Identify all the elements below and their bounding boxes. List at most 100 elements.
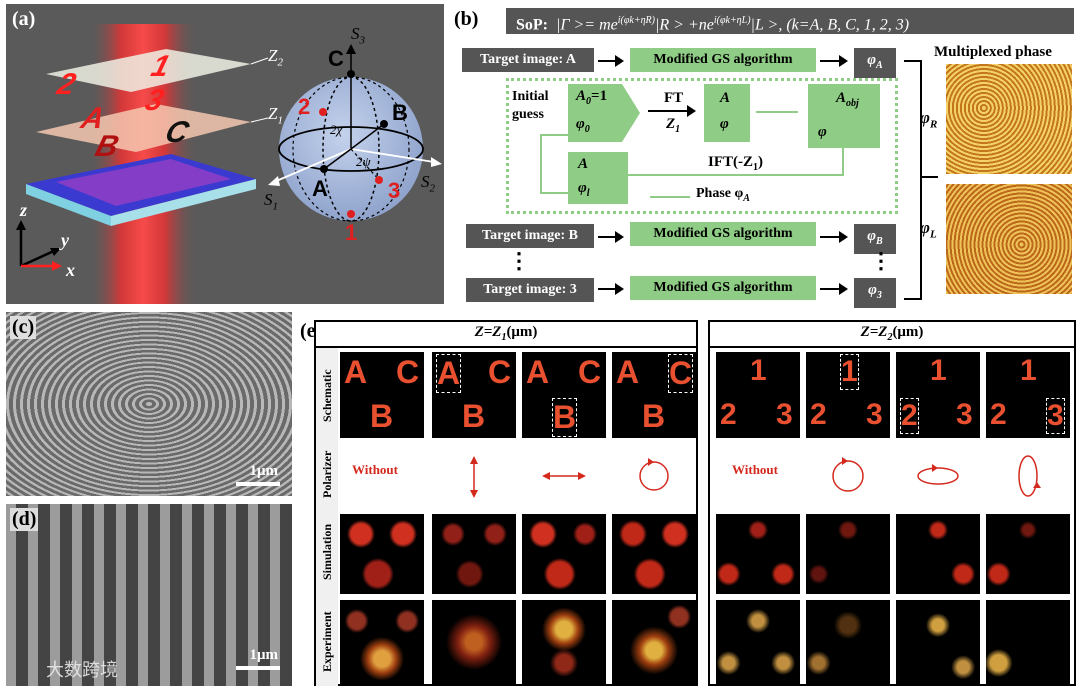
phi0-label: φ0 xyxy=(576,116,590,135)
simulation-r-cell-1 xyxy=(716,514,800,594)
gs-algorithm-3-box: Modified GS algorithm xyxy=(630,276,816,300)
target-image-b-box: Target image: B xyxy=(466,224,594,248)
plane-z1-label: Z1 xyxy=(268,104,283,127)
schematic-char-b: B xyxy=(552,398,578,437)
left-title-divider xyxy=(316,346,696,348)
schematic-char-2: 2 xyxy=(810,398,827,431)
left-label-column xyxy=(316,348,338,686)
schematic-char-a: A xyxy=(436,354,462,393)
polarizer-icons-left xyxy=(470,456,669,498)
panel-c-label: (c) xyxy=(10,316,37,339)
schematic-char-b: B xyxy=(642,398,666,434)
schematic-char-3: 3 xyxy=(1046,398,1065,434)
a0-box xyxy=(568,84,640,142)
multiplexed-phase-label: Multiplexed phase xyxy=(934,44,1052,60)
panel-b: (b) SoP: |Γ >= mei(φk+ηR)|R > +nei(φk+ηL… xyxy=(452,4,1078,308)
arrow-down-ift xyxy=(842,148,844,174)
schematic-char-c: C xyxy=(578,354,602,390)
simulation-r-cell-3 xyxy=(896,514,980,594)
bracket xyxy=(904,60,922,300)
a-phi-l-box: A φl xyxy=(568,152,628,204)
phi-a-box: φA xyxy=(854,48,896,78)
schematic-char-2: 2 xyxy=(990,398,1007,431)
watermark: 大数跨境 xyxy=(46,660,118,681)
phi-3-box: φ3 xyxy=(854,278,896,308)
experiment-r-cell-4 xyxy=(986,600,1070,684)
schematic-cell-4: A C B xyxy=(612,352,696,438)
sphere-angle-chi: 2χ xyxy=(330,122,343,137)
sphere-s3-label: S3 xyxy=(351,24,365,47)
experiment-cell-1 xyxy=(340,600,424,684)
ift-label: IFT(-Z1) xyxy=(708,154,763,173)
phase-map-r xyxy=(946,64,1072,174)
axis-x-label: x xyxy=(66,260,75,280)
phi-r-label: φR xyxy=(920,108,938,131)
schematic-cell-2: A C B xyxy=(432,352,516,438)
arrow-gs-a xyxy=(820,55,848,67)
loop-back-line-top xyxy=(540,134,568,136)
sphere-point-3: 3 xyxy=(388,178,401,203)
arrow-gs-b xyxy=(820,231,848,243)
sphere-point-b: B xyxy=(392,100,408,125)
panel-b-label: (b) xyxy=(454,8,479,30)
schematic-r-cell-4: 1 2 3 xyxy=(986,352,1070,438)
schematic-char-a: A xyxy=(616,354,640,390)
experiment-r-cell-2 xyxy=(806,600,890,684)
polarizer-without-right: Without xyxy=(732,462,778,477)
arrow-target-b xyxy=(598,231,624,243)
initial-guess-label: Initial guess xyxy=(512,89,549,122)
schematic-char-2: 2 xyxy=(720,398,737,431)
row-label-experiment: Experiment xyxy=(320,611,334,673)
row-label-schematic: Schematic xyxy=(320,369,334,423)
schematic-r-cell-3: 1 2 3 xyxy=(896,352,980,438)
bracket-split xyxy=(922,176,938,178)
arrow-ift-back xyxy=(628,174,844,176)
schematic-char-3: 3 xyxy=(866,398,883,431)
phi-l2-label: φL xyxy=(920,218,937,241)
a-l-label: A xyxy=(578,156,589,172)
plane-z2 xyxy=(46,49,251,92)
gs-algorithm-b-box: Modified GS algorithm xyxy=(630,222,816,246)
phase-label: Phase φA xyxy=(696,186,750,204)
schematic-char-1: 1 xyxy=(930,354,947,387)
panel-c: (c) 1μm xyxy=(6,312,292,496)
panel-d: (d) 1μm 大数跨境 xyxy=(6,504,292,686)
phase-map-l xyxy=(946,184,1072,294)
gs-algorithm-a-box: Modified GS algorithm xyxy=(630,48,816,72)
right-title-divider xyxy=(710,346,1074,348)
target-image-a-box: Target image: A xyxy=(462,48,594,72)
panel-d-scale-bar xyxy=(236,666,280,670)
sphere-s2-label: S2 xyxy=(421,172,435,195)
simulation-cell-4 xyxy=(612,514,696,594)
sphere-angle-psi: 2ψ xyxy=(356,154,371,169)
schematic-char-1: 1 xyxy=(750,354,767,387)
simulation-r-cell-2 xyxy=(806,514,890,594)
z1-label: Z1 xyxy=(666,116,681,135)
target-image-3-box: Target image: 3 xyxy=(466,278,594,302)
panel-d-scale-label: 1μm xyxy=(249,647,279,663)
loop-back-line-v xyxy=(540,134,542,194)
dots-right: ⋮ xyxy=(870,248,892,273)
panel-e-right: Z=Z2(μm) 1 2 3 1 2 3 1 2 3 1 2 3 Without xyxy=(708,320,1076,686)
polarizer-icons-right xyxy=(832,455,1041,497)
sphere-s1-label: S1 xyxy=(264,190,278,213)
sphere-point-1: 1 xyxy=(345,220,358,245)
aobj-label: Aobj xyxy=(836,90,859,109)
axis-y-label: y xyxy=(61,230,69,250)
plane-z1 xyxy=(36,104,251,152)
schematic-char-a: A xyxy=(526,354,550,390)
phi-l-label: φl xyxy=(578,180,590,199)
schematic-char-2: 2 xyxy=(900,398,919,434)
arrow-ft xyxy=(648,105,696,117)
schematic-char-c: C xyxy=(396,354,420,390)
schematic-char-1: 1 xyxy=(1020,354,1037,387)
arrow-gs-3 xyxy=(820,283,848,295)
schematic-r-cell-2: 1 2 3 xyxy=(806,352,890,438)
schematic-cell-1: A C B xyxy=(340,352,424,438)
simulation-cell-3 xyxy=(522,514,606,594)
panel-a-diagram xyxy=(16,24,442,304)
axis-z-label: z xyxy=(20,200,28,220)
ft-label: FT xyxy=(664,90,684,106)
panel-e-left-title: Z=Z1(μm) xyxy=(474,324,538,343)
a0-label: A0=1 xyxy=(576,88,608,107)
